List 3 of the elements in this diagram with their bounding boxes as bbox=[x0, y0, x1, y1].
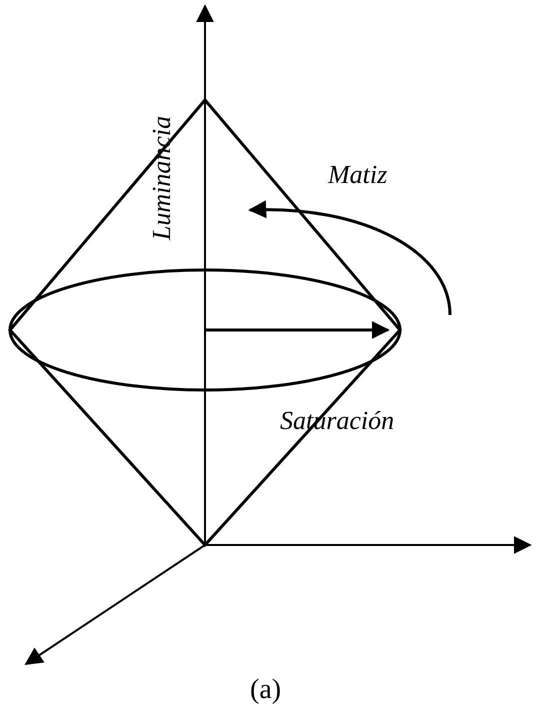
figure-caption: (a) bbox=[250, 676, 282, 704]
axis-label: Luminancia bbox=[149, 116, 176, 240]
hue-label: Matiz bbox=[328, 162, 388, 188]
